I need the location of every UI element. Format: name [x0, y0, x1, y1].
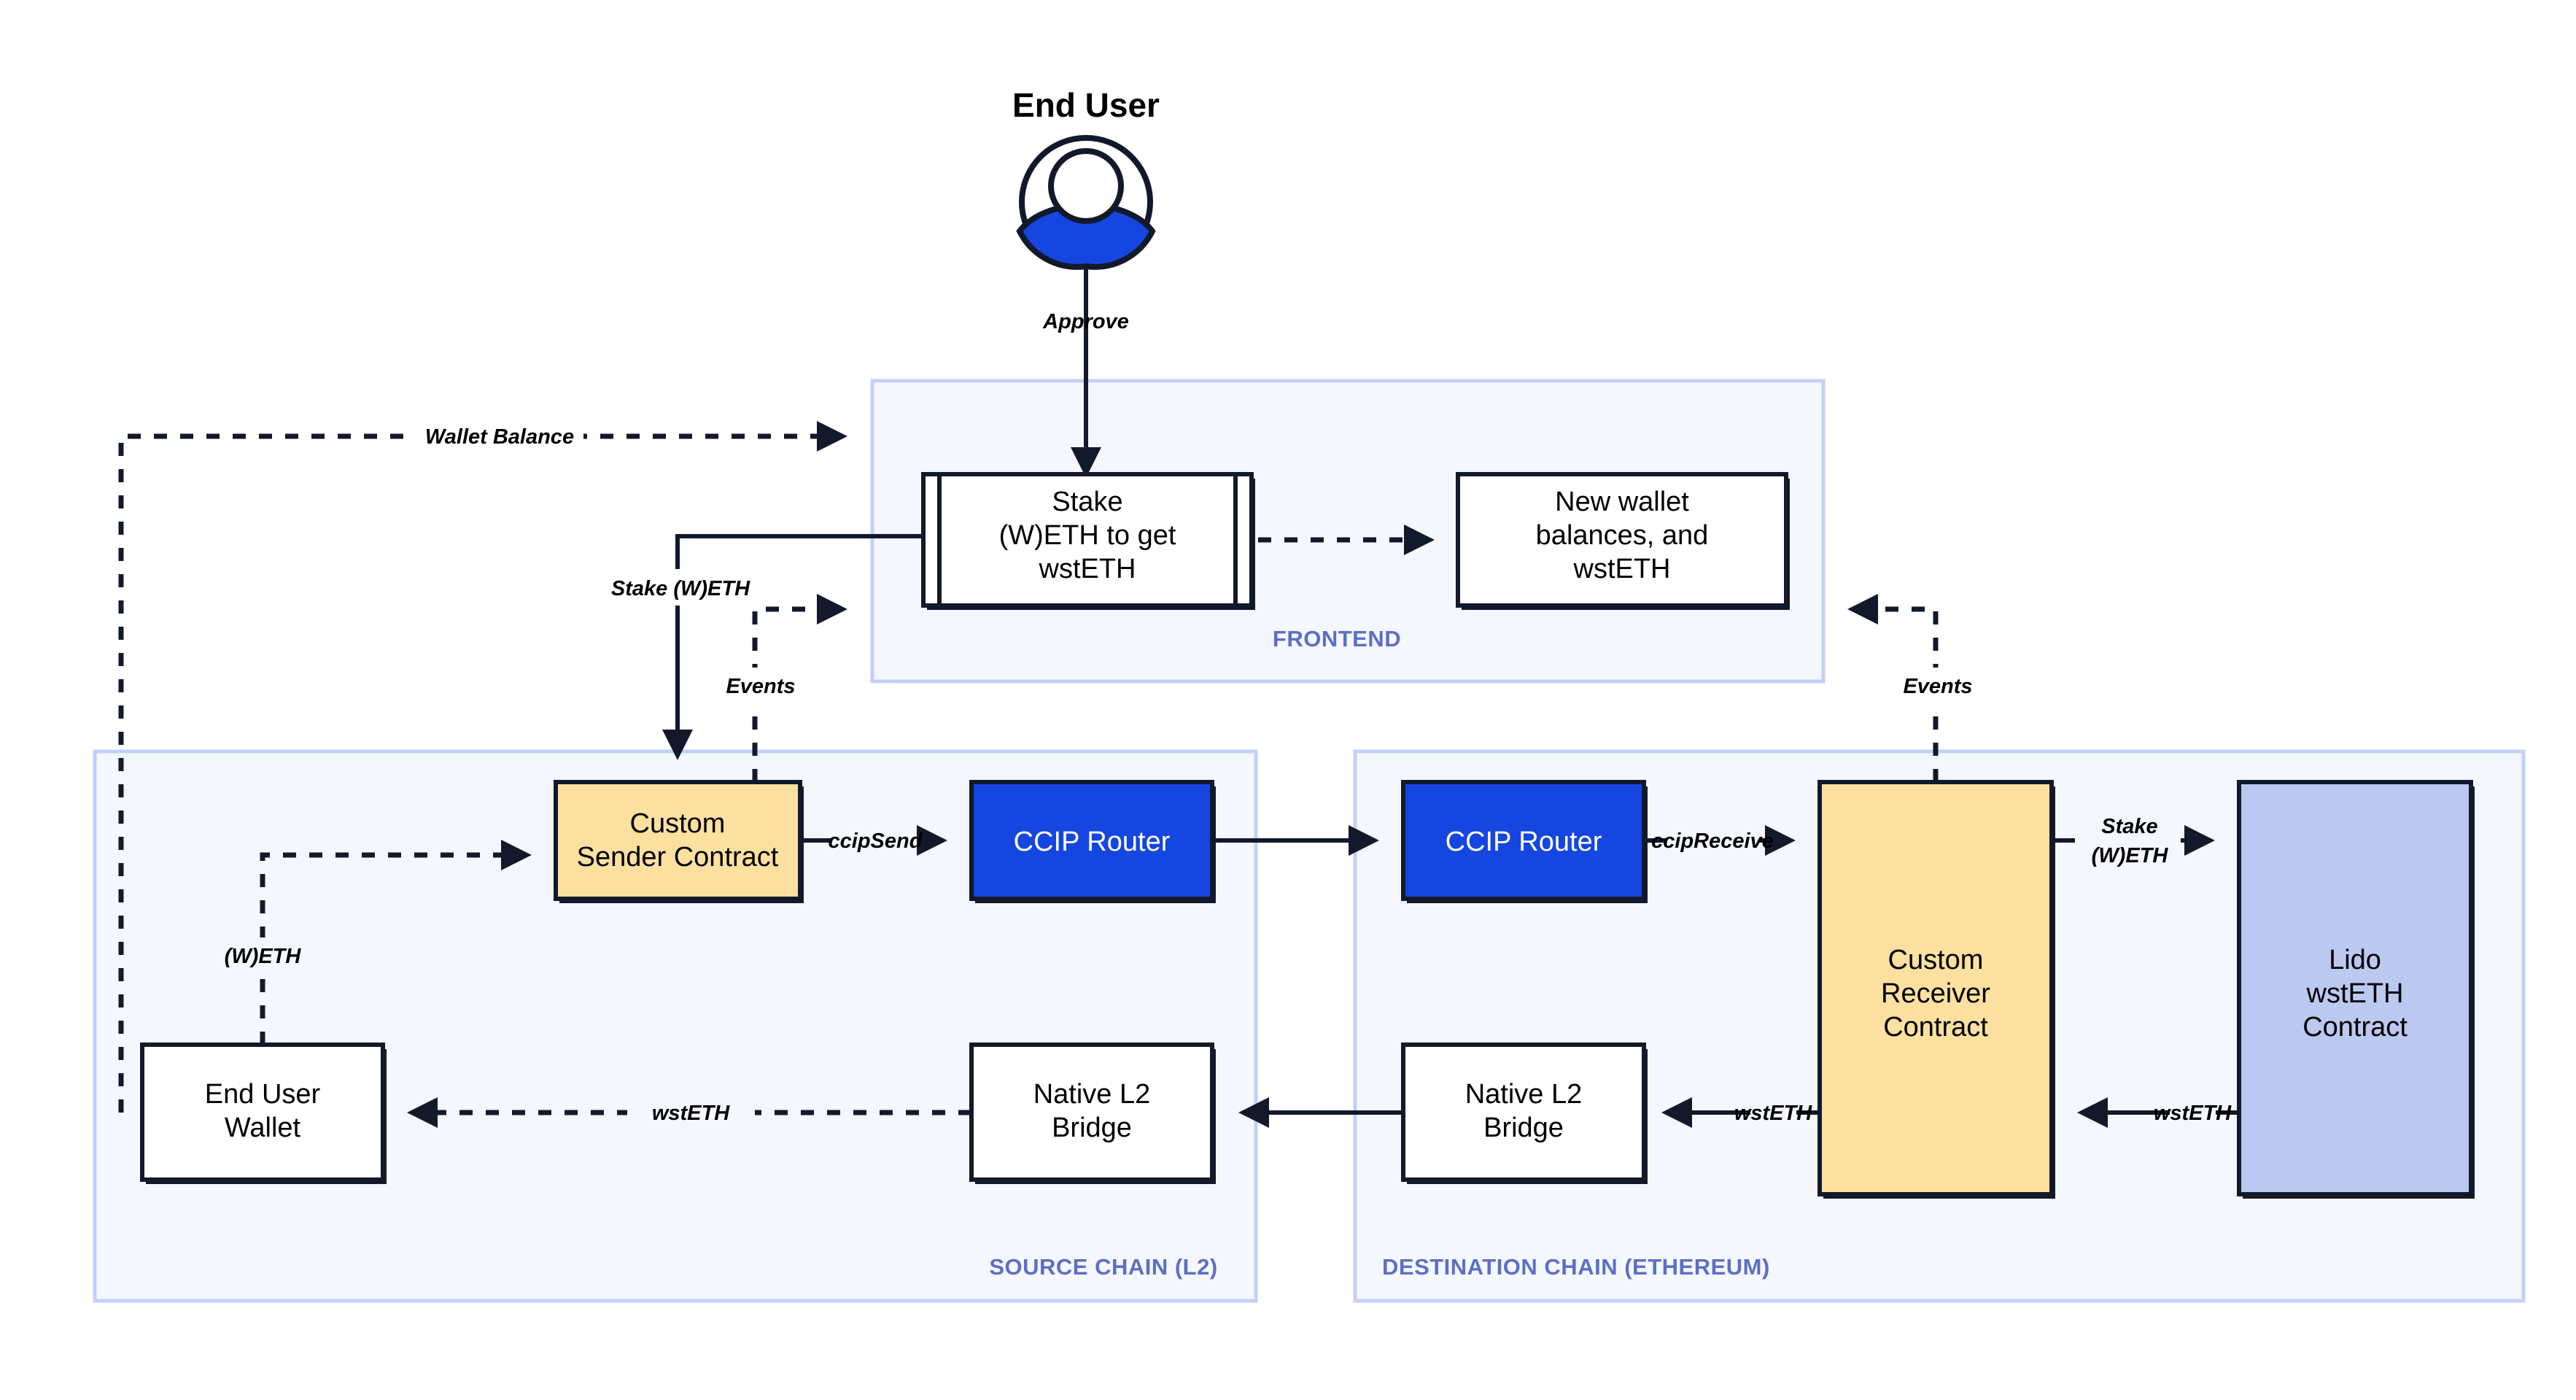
- user-wallet-line-1: End User: [205, 1079, 321, 1110]
- new-balances-line-1: New wallet: [1555, 487, 1689, 517]
- receiver-contract-rect: [1817, 780, 2054, 1196]
- wallet-balance-label-bg: [416, 417, 583, 455]
- lido-contract-rect: [2237, 780, 2473, 1196]
- sender-contract-rect: [554, 780, 802, 901]
- stake-form-line-2: (W)ETH to get: [999, 520, 1176, 551]
- wsteth-wallet-label-bg: [627, 1093, 755, 1131]
- edge-weth-in-label: (W)ETH: [225, 945, 302, 968]
- new-balances-line-3: wstETH: [1573, 554, 1671, 584]
- edge-events-dst: Events: [1847, 594, 1991, 782]
- node-new-balances[interactable]: New wallet balances, and wstETH: [1456, 472, 1790, 610]
- edge-ccip-receive-label: ccipReceive: [1651, 829, 1774, 853]
- sender-contract-line-1: Custom: [630, 808, 726, 839]
- node-sender-contract[interactable]: Custom Sender Contract: [554, 780, 804, 903]
- bridge-src-rect: [969, 1043, 1214, 1182]
- new-balances-line-2: balances, and: [1536, 520, 1709, 551]
- lido-contract-line-2: wstETH: [2306, 978, 2404, 1009]
- end-user-label: End User: [1012, 86, 1160, 124]
- end-user-actor: End User: [1012, 86, 1160, 270]
- source-chain-zone-label: SOURCE CHAIN (L2): [989, 1254, 1217, 1280]
- frontend-zone-label: FRONTEND: [1273, 626, 1401, 651]
- new-balances-rect: [1456, 472, 1788, 608]
- edge-stake-weth-dst-label-1: Stake: [2101, 815, 2157, 838]
- node-router-dst[interactable]: CCIP Router: [1401, 780, 1648, 903]
- events-src-label-bg: [700, 668, 810, 704]
- edge-events-src-label: Events: [726, 675, 795, 698]
- user-wallet-line-2: Wallet: [225, 1113, 301, 1143]
- edge-ccip-send-label: ccipSend: [829, 829, 923, 853]
- edge-wsteth-bridge: wstETH: [1661, 1097, 1820, 1128]
- node-bridge-src[interactable]: Native L2 Bridge: [969, 1043, 1216, 1184]
- edge-wsteth-lido-label: wstETH: [2154, 1102, 2232, 1125]
- node-lido-contract[interactable]: Lido wstETH Contract: [2237, 780, 2475, 1199]
- edge-stake-weth-dst-label-2: (W)ETH: [2092, 844, 2169, 867]
- node-router-src[interactable]: CCIP Router: [969, 780, 1216, 903]
- edge-wsteth-bridge-label: wstETH: [1734, 1102, 1812, 1125]
- edge-wsteth-lido: wstETH: [2077, 1097, 2239, 1128]
- edge-wsteth-wallet-label: wstETH: [652, 1102, 730, 1125]
- edge-wallet-balance: Wallet Balance: [118, 417, 847, 1113]
- bridge-dst-rect: [1401, 1043, 1646, 1182]
- bridge-src-line-2: Bridge: [1052, 1113, 1132, 1143]
- receiver-contract-line-2: Receiver: [1881, 978, 1990, 1009]
- lido-contract-line-1: Lido: [2329, 945, 2381, 975]
- edge-ccip-receive: ccipReceive: [1644, 825, 1796, 856]
- stake-form-line-1: Stake: [1052, 487, 1122, 517]
- bridge-dst-line-1: Native L2: [1465, 1079, 1583, 1110]
- destination-chain-zone-label: DESTINATION CHAIN (ETHEREUM): [1382, 1254, 1770, 1280]
- edge-weth-in: (W)ETH: [212, 840, 532, 1045]
- edge-ccip-send: ccipSend: [800, 825, 947, 856]
- edge-events-dst-label: Events: [1903, 675, 1972, 698]
- stake-form-line-3: wstETH: [1039, 554, 1136, 584]
- edge-events-src: Events: [700, 594, 847, 782]
- node-stake-form[interactable]: Stake (W)ETH to get wstETH: [921, 472, 1255, 610]
- stake-weth-label-bg: [597, 569, 764, 606]
- lido-contract-line-3: Contract: [2303, 1012, 2408, 1043]
- user-wallet-rect: [140, 1043, 385, 1182]
- edge-stake-weth-label: Stake (W)ETH: [611, 577, 750, 600]
- events-dst-label-bg: [1882, 668, 1991, 704]
- router-src-label: CCIP Router: [1014, 827, 1171, 857]
- receiver-contract-line-3: Contract: [1883, 1012, 1988, 1043]
- receiver-contract-line-1: Custom: [1888, 945, 1984, 975]
- edge-wsteth-wallet: wstETH: [407, 1093, 971, 1131]
- router-dst-label: CCIP Router: [1446, 827, 1602, 857]
- user-avatar-icon: [1016, 135, 1156, 270]
- router-dst-rect: [1401, 780, 1646, 901]
- edge-wallet-balance-label: Wallet Balance: [425, 425, 574, 449]
- node-receiver-contract[interactable]: Custom Receiver Contract: [1817, 780, 2055, 1199]
- node-bridge-dst[interactable]: Native L2 Bridge: [1401, 1043, 1648, 1184]
- edge-approve: Approve: [1042, 268, 1129, 478]
- weth-in-label-bg: [212, 937, 328, 974]
- edge-approve-label: Approve: [1042, 310, 1129, 333]
- bridge-src-line-1: Native L2: [1033, 1079, 1151, 1110]
- stake-form-rect: [921, 472, 1254, 608]
- bridge-dst-line-2: Bridge: [1483, 1113, 1564, 1143]
- edge-stake-weth: Stake (W)ETH: [597, 534, 923, 760]
- edge-stake-weth-dst: Stake (W)ETH: [2052, 815, 2215, 867]
- node-user-wallet[interactable]: End User Wallet: [140, 1043, 387, 1184]
- sender-contract-line-2: Sender Contract: [577, 842, 779, 873]
